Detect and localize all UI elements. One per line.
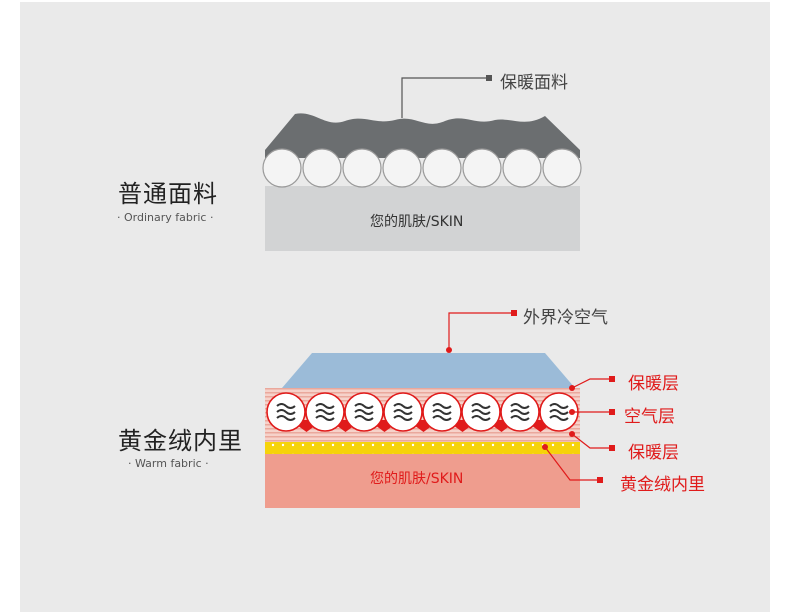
ordinary-fabric-wavy-layer [265,113,580,158]
callout-warm-layer-top: 保暖层 [628,374,679,394]
warm-bottom-layer [265,430,580,442]
ordinary-fabric-title: 普通面料 [118,180,218,208]
ordinary-callout-line [401,77,488,118]
ordinary-skin-label: 您的肌肤/SKIN [370,214,464,230]
warm-skin-layer [265,454,580,508]
warm-fabric-title: 黄金绒内里 [118,427,243,455]
callout-outer-cold-air: 外界冷空气 [523,308,608,328]
air-bubbles [266,392,579,432]
warm-callout-lines [448,312,612,481]
callout-golden-lining: 黄金绒内里 [620,475,705,495]
warm-skin-label: 您的肌肤/SKIN [370,471,464,487]
warm-fabric-subtitle: · Warm fabric · [128,457,209,470]
callout-warm-layer-bottom: 保暖层 [628,443,679,463]
ordinary-fabric-subtitle: · Ordinary fabric · [117,211,214,224]
warm-lining-layer [265,442,580,454]
ordinary-circles [262,148,582,188]
warm-outer-layer [282,353,575,388]
callout-air-layer: 空气层 [624,407,675,427]
ordinary-skin-layer [265,186,580,251]
callout-warm-fabric: 保暖面料 [500,73,568,93]
background-panel [20,2,770,612]
ordinary-fabric-diagram [262,75,582,251]
ordinary-callout-marker [486,75,492,81]
warm-fabric-diagram [265,310,615,508]
warm-callout-dots [446,310,615,483]
